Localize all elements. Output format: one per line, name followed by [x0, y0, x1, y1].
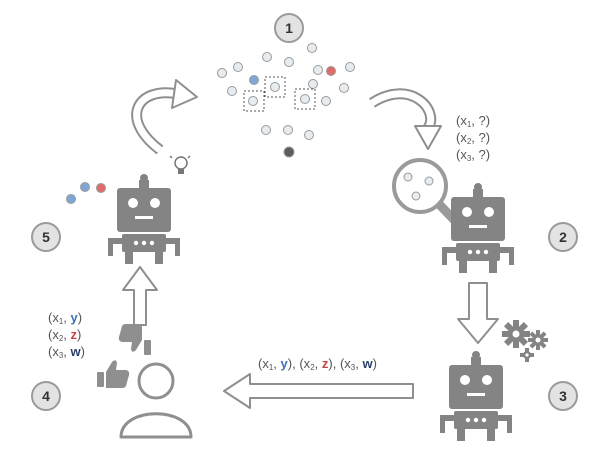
thumbs-up-icon [97, 360, 130, 388]
query-label-3: (x3, ?) [456, 147, 491, 164]
unlabeled-point [307, 43, 317, 53]
unlabeled-point [284, 57, 294, 67]
answer-label-2: (x2, z) [48, 327, 82, 344]
unlabeled-point [262, 52, 272, 62]
step-2-badge: 2 [548, 222, 578, 252]
dark-point [283, 146, 295, 158]
labeled-point-blue [80, 182, 90, 192]
magnifier-icon [392, 158, 463, 229]
answer-label-3: (x3, w) [48, 344, 85, 361]
thumbs-down-icon [118, 324, 151, 355]
curved-arrow-5-to-1 [131, 79, 198, 155]
user-icon [119, 362, 193, 439]
labeled-pairs-line: (x1, y), (x2, z), (x3, w) [258, 356, 377, 373]
arrow-3-to-4 [223, 373, 414, 409]
labeled-point-red [326, 66, 336, 76]
lightbulb-icon [169, 155, 191, 174]
unlabeled-point [345, 62, 355, 72]
step-3-badge: 3 [548, 381, 578, 411]
query-label-1: (x1, ?) [456, 113, 491, 130]
selection-box [264, 76, 286, 98]
unlabeled-point [321, 96, 331, 106]
labeled-point-blue [249, 75, 259, 85]
unlabeled-point [283, 125, 293, 135]
unlabeled-point [217, 68, 227, 78]
unlabeled-point [261, 125, 271, 135]
unlabeled-point [304, 130, 314, 140]
step-1-badge: 1 [274, 13, 304, 43]
arrow-4-to-5 [122, 266, 158, 326]
unlabeled-point [270, 82, 280, 92]
curved-arrow-1-to-2 [368, 88, 442, 150]
selection-boxes [243, 76, 316, 112]
robot-icon [108, 174, 180, 264]
unlabeled-point [313, 65, 323, 75]
arrow-2-to-3 [457, 282, 499, 344]
query-label-2: (x2, ?) [456, 130, 491, 147]
selection-box [294, 88, 316, 110]
unlabeled-point [248, 96, 258, 106]
labeled-point-blue [66, 194, 76, 204]
unlabeled-point [339, 83, 349, 93]
robot-icon [440, 351, 512, 441]
step-4-badge: 4 [31, 381, 61, 411]
learned-points [66, 182, 106, 204]
unlabeled-point [233, 62, 243, 72]
unlabeled-point [308, 79, 318, 89]
gears-icon [502, 320, 548, 362]
unlabeled-point [227, 86, 237, 96]
step-5-badge: 5 [31, 222, 61, 252]
unlabeled-point [300, 94, 310, 104]
answer-label-1: (x1, y) [48, 310, 83, 327]
robot-icon [442, 183, 514, 273]
dataset-points [217, 43, 355, 158]
selection-box [243, 90, 265, 112]
labeled-point-red [96, 183, 106, 193]
